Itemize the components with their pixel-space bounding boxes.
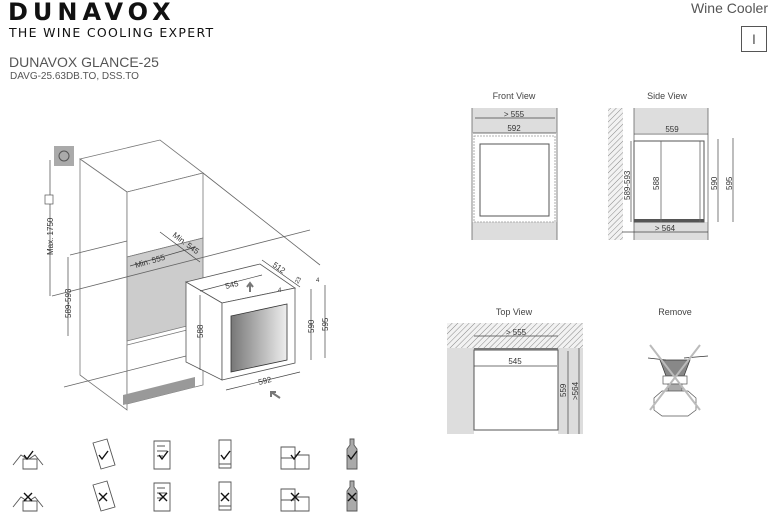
dim-gap-a: 4 — [278, 288, 282, 294]
plug-icon — [44, 194, 54, 205]
side-body — [633, 140, 705, 223]
check-icon — [347, 450, 358, 461]
one-person-lift-icon — [12, 492, 44, 512]
top-view: Top View > 555 545 559 >564 — [447, 307, 583, 434]
upright-appliance-icon — [218, 439, 232, 469]
cross-icon — [23, 492, 33, 502]
top-dim-width: 545 — [508, 357, 522, 366]
check-icon — [98, 450, 109, 461]
front-dim-width: 592 — [507, 124, 521, 133]
model-title: DUNAVOX GLANCE-25 — [9, 54, 159, 70]
top-dim-niche-width: > 555 — [506, 328, 527, 337]
cross-icon — [158, 492, 168, 502]
appliance-glass-door — [230, 303, 288, 373]
check-icon — [158, 450, 169, 461]
top-dim-depth: 559 — [559, 383, 568, 397]
product-category: Wine Cooler — [690, 0, 768, 16]
bottle-icon — [346, 438, 358, 470]
top-dim-niche-depth: >564 — [571, 381, 580, 400]
cross-icon — [98, 492, 108, 502]
dim-front-height: 590 — [307, 319, 316, 333]
front-dim-niche-width: > 555 — [504, 110, 525, 119]
side-view-title: Side View — [647, 91, 687, 101]
remove-foot-icon — [647, 344, 709, 417]
safety-icons — [12, 438, 358, 512]
check-icon — [290, 450, 301, 461]
brand-logo: DUNAVOX — [8, 0, 176, 26]
top-body — [473, 349, 559, 431]
manual-icon — [92, 438, 116, 470]
model-codes: DAVG-25.63DB.TO, DSS.TO — [10, 71, 139, 82]
remove-view-title: Remove — [658, 307, 692, 317]
instructions-icon — [153, 440, 171, 470]
dim-gap-b: 23 — [295, 276, 304, 285]
dim-side-height: 588 — [196, 324, 205, 338]
arrow-up-icon — [246, 281, 254, 292]
side-dim-niche-height: 589-593 — [623, 170, 632, 200]
side-view: Side View 559 589-593 588 590 595 > 564 — [608, 91, 734, 240]
dim-gap-c: 4 — [316, 278, 320, 284]
cross-icon — [347, 492, 357, 502]
manual-icon — [92, 480, 116, 512]
side-dim-body-height: 588 — [652, 176, 661, 190]
socket-icon — [54, 146, 74, 166]
cabinet-plinth — [123, 377, 195, 405]
side-dim-niche-depth: > 564 — [655, 224, 676, 233]
instructions-icon — [153, 482, 171, 512]
tilted-appliance-icon — [218, 481, 232, 511]
remove-view: Remove — [647, 307, 709, 417]
cross-icon — [290, 492, 300, 502]
built-in-cabinet-icon — [280, 488, 310, 512]
cabinet-side — [79, 158, 128, 411]
dim-width-top: 545 — [224, 279, 240, 291]
top-view-title: Top View — [496, 307, 533, 317]
check-icon — [23, 450, 34, 461]
front-view-title: Front View — [493, 91, 536, 101]
side-dim-depth: 559 — [665, 125, 679, 134]
built-in-cabinet-icon — [280, 446, 310, 470]
front-door-frame — [479, 143, 550, 217]
two-person-lift-icon — [12, 450, 44, 470]
isometric-installation: Max. 1750 589-593 Min. 555 Min. 545 545 … — [44, 139, 330, 411]
arrow-push-icon — [270, 391, 281, 399]
dim-max-height: Max. 1750 — [46, 217, 55, 255]
check-icon — [220, 450, 231, 461]
dim-width: 592 — [257, 375, 273, 387]
cross-icon — [220, 492, 230, 502]
dim-total-height: 595 — [321, 317, 330, 331]
bottle-icon — [346, 480, 358, 512]
dim-niche-height: 589-593 — [64, 288, 73, 318]
side-dim-front-height: 590 — [710, 176, 719, 190]
front-view: Front View > 555 592 — [471, 91, 558, 240]
page-marker: I — [741, 26, 767, 52]
brand-tagline: THE WINE COOLING EXPERT — [9, 25, 215, 40]
side-dim-total-height: 595 — [725, 176, 734, 190]
